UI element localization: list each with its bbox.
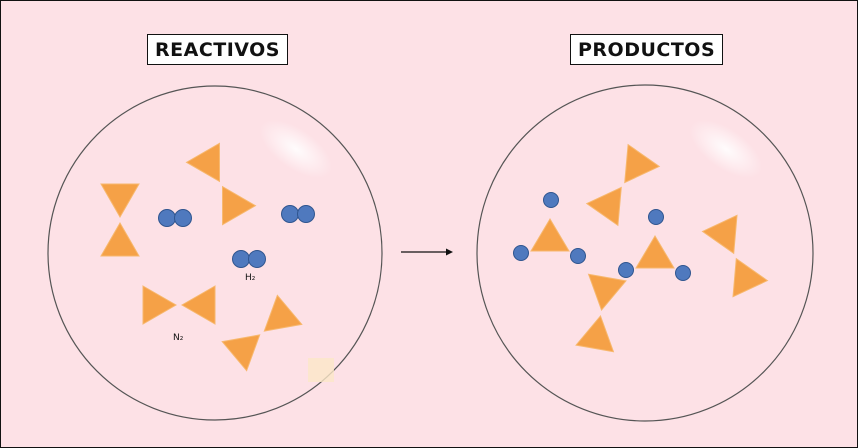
reactants-highlight-square bbox=[308, 358, 334, 382]
reaction-arrow-icon bbox=[401, 248, 453, 256]
n2-label: N₂ bbox=[173, 333, 184, 343]
products-title: PRODUCTOS bbox=[570, 34, 724, 65]
products-glare bbox=[689, 119, 763, 179]
reactants-glare bbox=[259, 119, 333, 179]
reactants-title: REACTIVOS bbox=[147, 34, 288, 65]
h2-label: H₂ bbox=[245, 273, 256, 283]
